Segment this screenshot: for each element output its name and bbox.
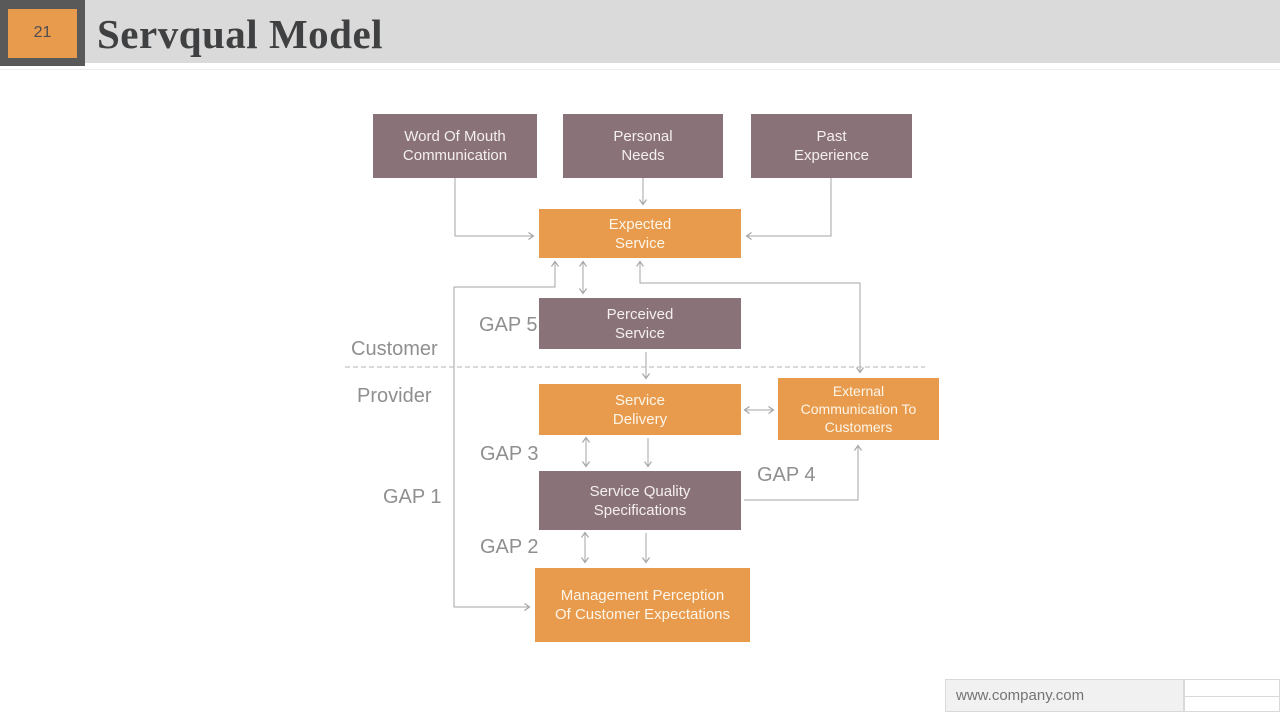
box-expected-service: Expected Service	[539, 209, 741, 258]
box-service-quality-specifications: Service Quality Specifications	[539, 471, 741, 530]
page-number: 21	[8, 8, 77, 58]
label-gap-1: GAP 1	[383, 486, 442, 508]
page-title: Servqual Model	[97, 11, 384, 57]
box-personal-needs: Personal Needs	[563, 114, 723, 178]
label-provider-zone: Provider	[357, 385, 432, 407]
header-underline	[0, 69, 1280, 70]
label-gap-4: GAP 4	[757, 464, 816, 486]
footer-empty-cells	[1184, 679, 1280, 712]
connector-wom-to-expected	[454, 178, 535, 240]
box-service-delivery: Service Delivery	[539, 384, 741, 435]
label-gap-5: GAP 5	[479, 314, 538, 336]
label-customer-zone: Customer	[351, 338, 438, 360]
box-perceived-service: Perceived Service	[539, 298, 741, 349]
page-number-badge: 21	[0, 0, 85, 66]
connector-past-experience-to-expected	[745, 178, 832, 240]
box-management-perception: Management Perception Of Customer Expect…	[535, 568, 750, 642]
box-word-of-mouth-communication: Word Of Mouth Communication	[373, 114, 537, 178]
label-gap-3: GAP 3	[480, 443, 539, 465]
box-external-communication: External Communication To Customers	[778, 378, 939, 440]
box-past-experience: Past Experience	[751, 114, 912, 178]
header-band	[0, 0, 1280, 63]
label-gap-2: GAP 2	[480, 536, 539, 558]
footer-url: www.company.com	[945, 679, 1184, 712]
footer-cell-divider	[1185, 696, 1279, 697]
